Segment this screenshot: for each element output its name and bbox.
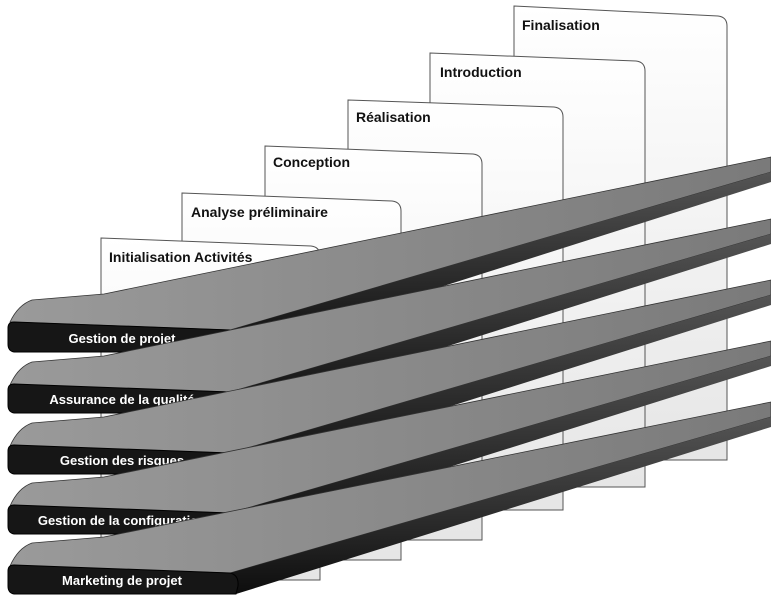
activity-label-gestion-de-projet: Gestion de projet — [69, 331, 177, 346]
phase-label-initialisation: Initialisation Activités — [109, 249, 253, 265]
activity-label-marketing-de-projet: Marketing de projet — [62, 573, 183, 588]
activity-label-assurance-qualite: Assurance de la qualité — [49, 392, 194, 407]
phase-label-conception: Conception — [273, 154, 350, 170]
phase-label-introduction: Introduction — [440, 64, 522, 80]
activity-plank-marketing-de-projet: Marketing de projet — [7, 401, 771, 595]
phase-label-analyse-preliminaire: Analyse préliminaire — [191, 204, 328, 220]
activity-label-gestion-configuration: Gestion de la configuration — [38, 513, 206, 528]
phase-label-realisation: Réalisation — [356, 109, 431, 125]
activity-label-gestion-des-risques: Gestion des risques — [60, 453, 184, 468]
phase-label-finalisation: Finalisation — [522, 17, 600, 33]
